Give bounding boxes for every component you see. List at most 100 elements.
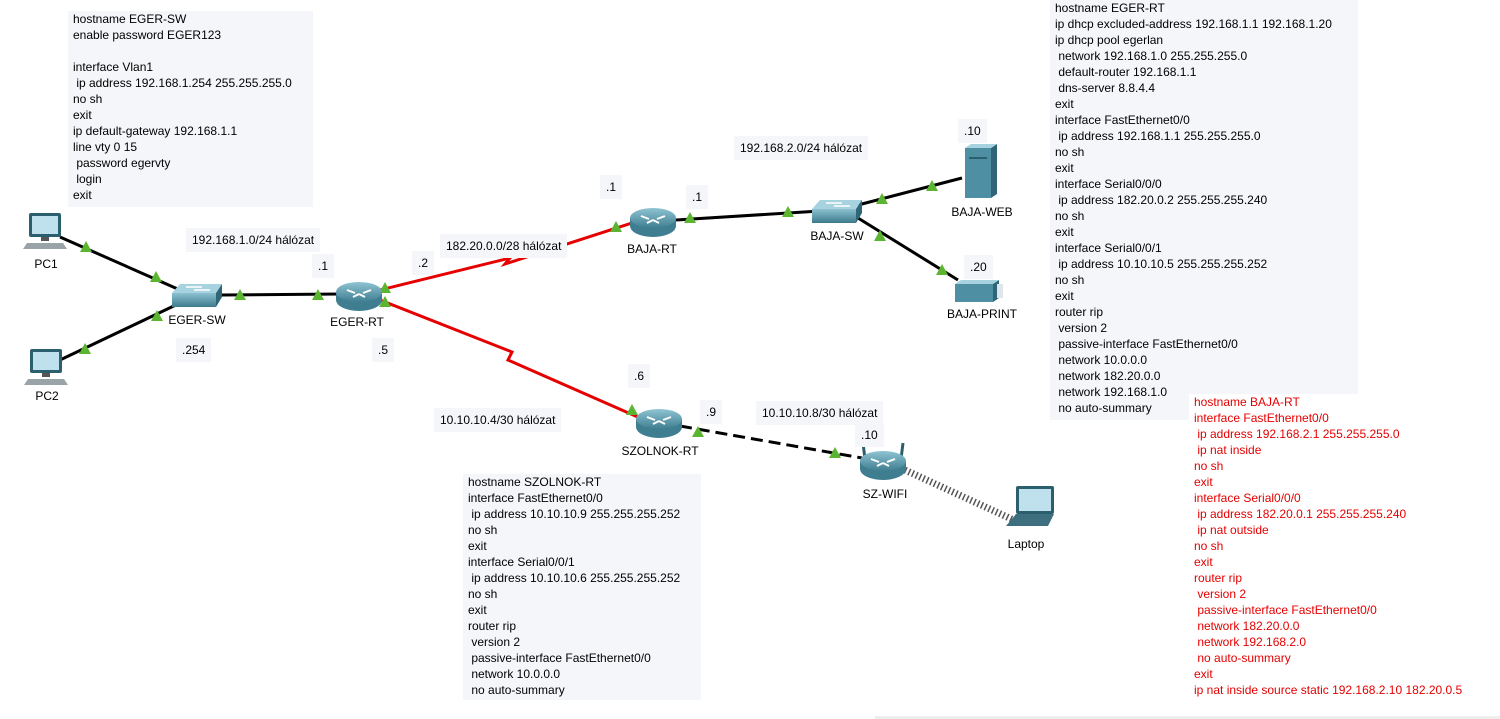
sz-wifi-wireless-router-icon[interactable] (860, 442, 906, 480)
link-baja-sw-baja-web (857, 176, 963, 207)
router-top (860, 451, 906, 471)
address-sz-wifi: .10 (855, 423, 884, 447)
link-up-marker (151, 310, 163, 321)
link-up-marker (234, 289, 246, 300)
router-top (630, 208, 676, 228)
network-label-baja-wan: 182.20.0.0/28 hálózat (440, 234, 568, 258)
link-szolnok-rt-sz-wifi (679, 424, 863, 460)
router-arrows (640, 215, 666, 224)
laptop-base (1006, 514, 1054, 526)
link-pc2-eger-sw (59, 301, 181, 362)
link-up-marker (874, 230, 886, 241)
bottom-divider (875, 716, 1500, 719)
switch-body (812, 209, 856, 223)
wireless-link-laptop (903, 466, 1020, 526)
pc-stand (42, 373, 50, 377)
baja-rt-config-note: hostname BAJA-RT interface FastEthernet0… (1189, 394, 1500, 702)
baja-sw-switch-icon[interactable] (812, 200, 862, 223)
router-top (636, 409, 682, 429)
network-label-szolnok-lan: 10.10.10.8/30 hálózat (756, 401, 884, 425)
switch-top (172, 284, 222, 293)
pc-screen (33, 352, 59, 370)
ethernet-links (59, 176, 963, 362)
device-label-pc2: PC2 (35, 389, 59, 403)
server-body (965, 148, 991, 198)
address-baja-print: .20 (964, 255, 993, 279)
address-baja-rt-s: .1 (600, 175, 623, 199)
device-label-eger-sw: EGER-SW (168, 313, 226, 327)
baja-rt-router-icon[interactable] (630, 208, 676, 237)
link-up-marker (80, 241, 92, 252)
device-label-pc1: PC1 (34, 257, 58, 271)
pc-keyboard (23, 243, 67, 249)
baja-web-server-icon[interactable] (965, 144, 997, 198)
link-up-marker (610, 221, 622, 232)
device-label-eger-rt: EGER-RT (330, 315, 384, 329)
link-up-marker (876, 193, 888, 204)
pc1-pc-icon[interactable] (23, 213, 67, 249)
address-baja-web: .10 (958, 119, 987, 143)
router-top (336, 282, 382, 302)
link-status-indicators (79, 180, 948, 458)
router-arrows (870, 458, 896, 467)
link-eger-rt-szolnok-rt (379, 298, 641, 420)
eger-rt-router-icon[interactable] (336, 282, 382, 311)
address-eger-rt-s000: .2 (412, 251, 435, 275)
network-label-baja-lan: 192.168.2.0/24 hálózat (734, 136, 869, 160)
device-label-baja-web: BAJA-WEB (951, 205, 1013, 219)
router-arrows (346, 289, 372, 298)
link-up-marker (312, 289, 324, 300)
switch-arrows (186, 286, 210, 291)
pc-stand (41, 237, 49, 241)
pc-keyboard (24, 379, 68, 385)
device-label-baja-print: BAJA-PRINT (946, 307, 1018, 321)
szolnok-rt-config-note: hostname SZOLNOK-RT interface FastEthern… (463, 474, 701, 700)
link-baja-rt-baja-sw (675, 209, 821, 222)
address-eger-sw: .254 (176, 338, 212, 362)
link-up-marker (79, 343, 91, 354)
server-top (965, 144, 997, 148)
link-up-marker (692, 426, 704, 437)
link-up-marker (684, 212, 696, 223)
address-szolnok-rt-s: .6 (628, 364, 651, 388)
printer-body (955, 284, 993, 302)
eger-sw-switch-icon[interactable] (172, 284, 222, 307)
address-baja-rt-fa: .1 (686, 185, 709, 209)
link-up-marker (379, 296, 391, 307)
link-up-marker (936, 264, 948, 275)
eger-rt-config-note: hostname EGER-RT ip dhcp excluded-addres… (1050, 0, 1358, 420)
device-label-sz-wifi: SZ-WIFI (862, 487, 908, 501)
laptop-screen (1019, 489, 1051, 511)
link-up-marker (150, 271, 162, 282)
printer-top (955, 280, 999, 284)
server-side (991, 144, 997, 198)
router-arrows (646, 416, 672, 425)
switch-body (172, 293, 216, 307)
device-label-szolnok-rt: SZOLNOK-RT (621, 444, 699, 458)
network-label-szolnok-wan: 10.10.10.4/30 hálózat (434, 408, 562, 432)
link-up-marker (782, 206, 794, 217)
device-label-baja-rt: BAJA-RT (627, 242, 677, 256)
link-up-marker (926, 180, 938, 191)
laptop-icon[interactable] (1006, 486, 1054, 526)
switch-top (812, 200, 862, 209)
pc2-pc-icon[interactable] (24, 349, 68, 385)
baja-print-printer-icon[interactable] (955, 280, 1003, 302)
switch-side (216, 284, 222, 307)
link-pc1-eger-sw (59, 235, 181, 292)
network-label-eger-lan: 192.168.1.0/24 hálózat (186, 228, 321, 252)
device-label-laptop: Laptop (1007, 537, 1045, 551)
pc-screen (32, 216, 58, 234)
device-label-baja-sw: BAJA-SW (810, 229, 864, 243)
address-eger-rt-fa: .1 (312, 254, 335, 278)
switch-arrows (826, 202, 850, 207)
link-up-marker (626, 404, 638, 415)
address-szolnok-rt-fa: .9 (700, 400, 723, 424)
serial-links (379, 219, 641, 420)
szolnok-rt-router-icon[interactable] (636, 409, 682, 438)
link-eger-rt-baja-rt (379, 219, 639, 292)
eger-sw-config-note: hostname EGER-SW enable password EGER123… (68, 11, 313, 207)
switch-side (856, 200, 862, 223)
link-up-marker (379, 282, 391, 293)
